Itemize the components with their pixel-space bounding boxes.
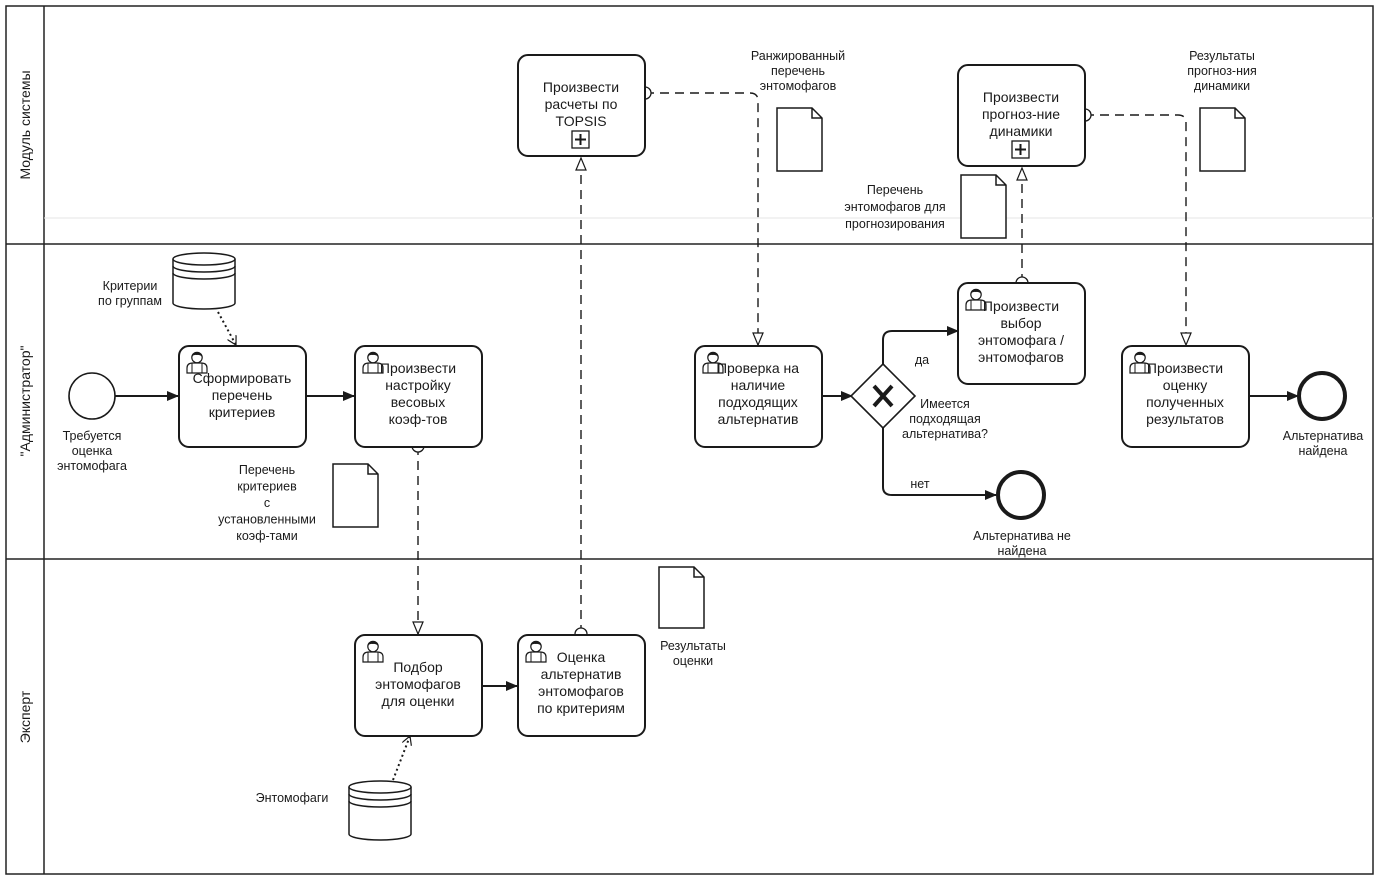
message-flows	[418, 92, 1186, 634]
end-event-not-found[interactable]	[996, 470, 1046, 520]
task-select-entomophages[interactable]	[354, 634, 483, 737]
task-assess-results[interactable]	[1121, 345, 1250, 448]
user-icon	[525, 640, 547, 663]
user-icon	[965, 288, 987, 311]
user-icon	[1129, 351, 1151, 374]
data-store-entomophages-label: Энтомофаги	[256, 791, 329, 805]
data-object-criteria-list	[332, 463, 379, 528]
gateway-no-label: нет	[910, 477, 929, 491]
gateway-yes-label: да	[915, 353, 929, 367]
subprocess-plus-icon	[1011, 140, 1030, 159]
user-icon	[702, 351, 724, 374]
start-event[interactable]	[68, 372, 116, 420]
msg-topsis-to-check	[645, 92, 758, 345]
subprocess-markers	[571, 130, 1030, 159]
task-configure-weights[interactable]	[354, 345, 483, 448]
task-evaluate-alternatives[interactable]	[517, 634, 646, 737]
pool	[5, 5, 1374, 875]
assoc-entomophages-to-select	[392, 736, 410, 781]
lane-label-system: Модуль системы	[17, 70, 33, 179]
flow-gateway-no	[882, 427, 997, 500]
gateway-x-icon	[872, 384, 894, 408]
data-associations	[217, 311, 410, 781]
assoc-criteria-to-form	[217, 311, 237, 345]
data-store-entomophages	[348, 780, 412, 841]
end-event-found[interactable]	[1297, 371, 1347, 421]
flow-gateway-yes	[882, 326, 959, 365]
data-object-forecast-results	[1199, 107, 1246, 172]
lane-label-expert: Эксперт	[17, 690, 33, 743]
user-icon	[186, 351, 208, 374]
data-objects	[332, 107, 1246, 629]
exclusive-gateway[interactable]	[849, 362, 917, 430]
task-forecast-dynamics[interactable]	[957, 64, 1086, 167]
data-object-ranked-list	[776, 107, 823, 172]
lane-label-admin: "Администратор"	[17, 345, 33, 456]
subprocess-plus-icon	[571, 130, 590, 149]
user-icon	[362, 351, 384, 374]
user-task-icons	[186, 288, 1151, 663]
task-choose-entomophage[interactable]	[957, 282, 1086, 385]
task-check-alternatives[interactable]	[694, 345, 823, 448]
data-object-eval-results	[658, 566, 705, 629]
tasks	[178, 54, 1250, 737]
sequence-flows	[115, 326, 1299, 691]
data-store-criteria	[172, 252, 236, 310]
msg-forecast-to-assess	[1085, 114, 1186, 345]
data-object-forecast-list	[960, 174, 1007, 239]
user-icon	[362, 640, 384, 663]
task-topsis[interactable]	[517, 54, 646, 157]
task-form-list[interactable]	[178, 345, 307, 448]
